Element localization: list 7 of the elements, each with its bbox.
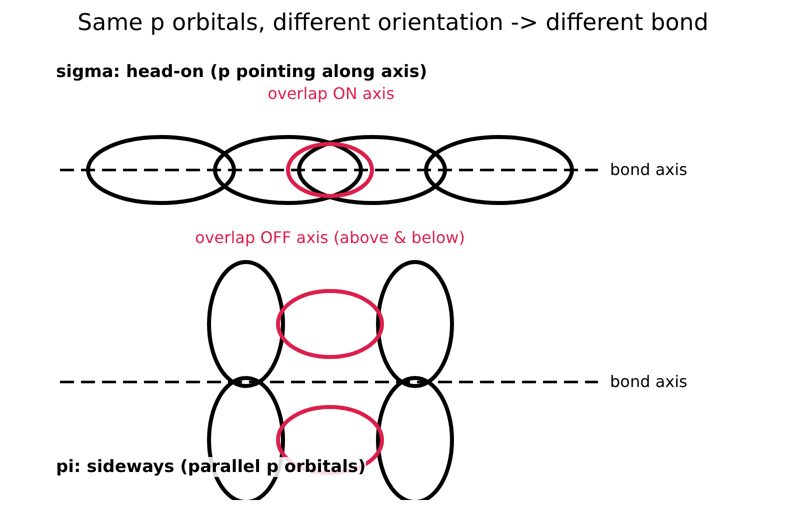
title: Same p orbitals, different orientation -> different bond (78, 10, 708, 36)
section-heading: sigma: head-on (p pointing along axis) (56, 62, 428, 82)
section-heading: pi: sideways (parallel p orbitals) (56, 457, 366, 477)
annotation: overlap OFF axis (above & below) (195, 228, 465, 247)
axis-label: bond axis (610, 372, 688, 391)
annotation: overlap ON axis (268, 84, 394, 103)
axis-label: bond axis (610, 160, 688, 179)
